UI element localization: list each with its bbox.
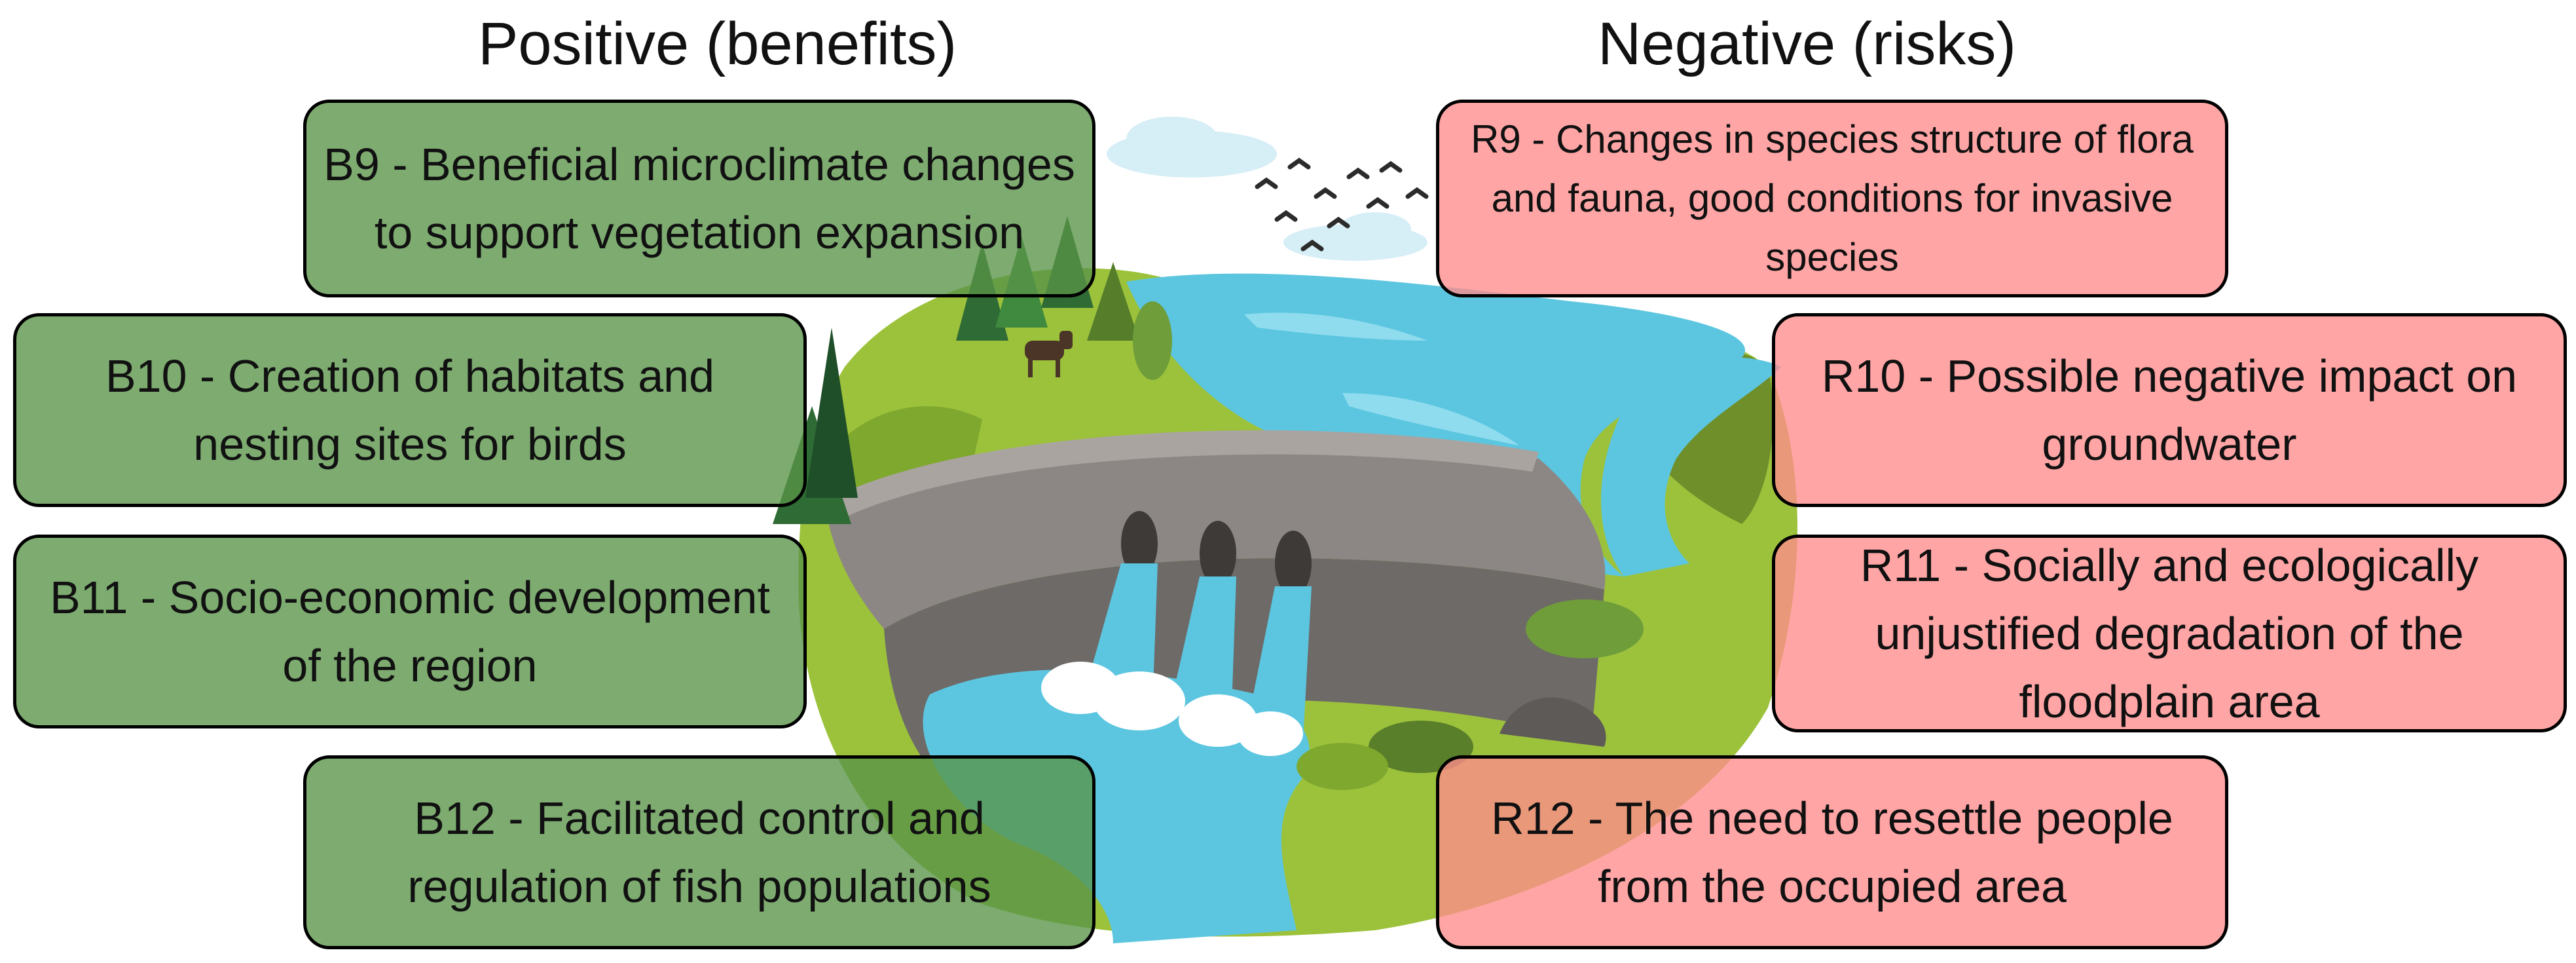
benefit-b11-text: B11 - Socio-economic development of the … (50, 572, 770, 691)
heading-positive: Positive (benefits) (478, 10, 957, 77)
spillway-openings (1121, 511, 1312, 596)
risk-r12-text: R12 - The need to resettle people from t… (1491, 793, 2173, 912)
moose-icon (1025, 331, 1073, 377)
cloud-icon (1107, 117, 1427, 261)
benefit-b11-box: B11 - Socio-economic development of the … (13, 535, 807, 728)
risk-r11-text: R11 - Socially and ecologically unjustif… (1860, 540, 2479, 727)
risk-r10-box: R10 - Possible negative impact on ground… (1772, 313, 2567, 507)
benefit-b10-text: B10 - Creation of habitats and nesting s… (105, 350, 715, 470)
benefit-b9-box: B9 - Beneficial microclimate changes to … (303, 100, 1095, 297)
risk-r9-text: R9 - Changes in species structure of flo… (1471, 117, 2194, 279)
benefit-b12-text: B12 - Facilitated control and regulation… (407, 793, 991, 912)
benefit-b9-text: B9 - Beneficial microclimate changes to … (323, 139, 1075, 258)
risk-r10-text: R10 - Possible negative impact on ground… (1821, 350, 2518, 470)
risk-r9-box: R9 - Changes in species structure of flo… (1436, 100, 2228, 297)
bushes-icon (1297, 599, 1644, 790)
risk-r11-box: R11 - Socially and ecologically unjustif… (1772, 535, 2567, 732)
rock-icon (1500, 697, 1606, 747)
benefit-b12-box: B12 - Facilitated control and regulation… (303, 755, 1095, 949)
heading-negative: Negative (risks) (1598, 10, 2017, 77)
benefit-b10-box: B10 - Creation of habitats and nesting s… (13, 313, 807, 507)
risk-r12-box: R12 - The need to resettle people from t… (1436, 755, 2228, 949)
